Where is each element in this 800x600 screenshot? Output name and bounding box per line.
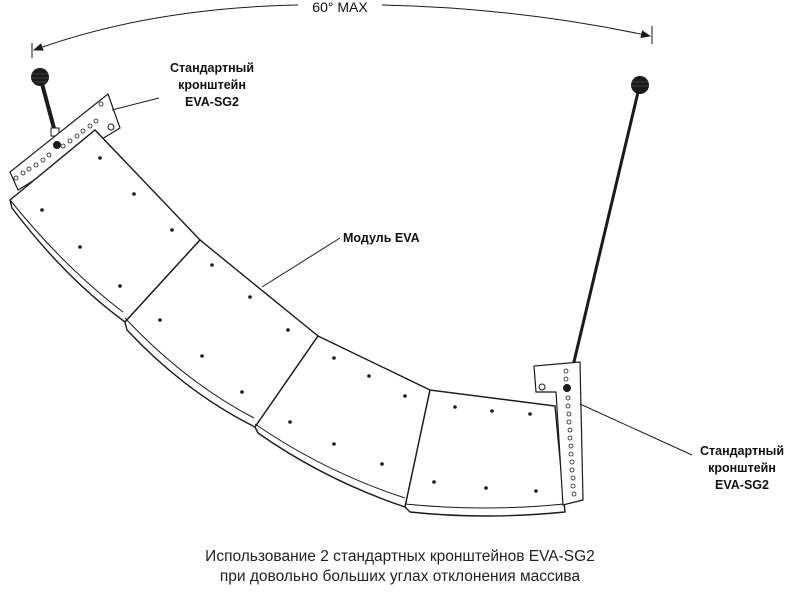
bracket-hole-row — [13, 101, 104, 181]
svg-text:Стандартный: Стандартный — [170, 61, 254, 75]
leader-line-right-bracket — [579, 403, 693, 456]
pivot-pin-icon — [563, 384, 571, 392]
pickup-ball-icon — [31, 68, 49, 86]
pivot-pin-icon — [53, 141, 61, 149]
caption-line-1: Использование 2 стандартных кронштейнов … — [205, 548, 595, 565]
right-bracket-eva-sg2 — [533, 361, 584, 506]
caption-line-2: при довольно больших углах отклонения ма… — [219, 568, 581, 585]
svg-text:EVA-SG2: EVA-SG2 — [715, 478, 769, 492]
rigging-hole-icon — [538, 383, 546, 391]
leader-line-module — [261, 237, 341, 288]
eva-module-4 — [404, 389, 566, 517]
module-label: Модуль EVA — [343, 231, 420, 245]
left-bracket-eva-sg2 — [9, 93, 121, 191]
angle-arc-right — [381, 4, 651, 39]
pickup-ball-icon — [631, 76, 649, 94]
leader-line-left-bracket — [111, 97, 160, 111]
caption: Использование 2 стандартных кронштейнов … — [0, 547, 800, 587]
angle-label: 60° MAX — [312, 0, 368, 15]
angle-arc-left — [33, 4, 299, 51]
left-rigging-rod — [31, 68, 60, 137]
svg-text:Стандартный: Стандартный — [700, 444, 784, 458]
rigging-hole-icon — [107, 123, 115, 131]
right-bracket-label: Стандартный кронштейн EVA-SG2 — [700, 444, 784, 492]
left-bracket-label: Стандартный кронштейн EVA-SG2 — [170, 61, 254, 109]
svg-text:кронштейн: кронштейн — [708, 461, 776, 475]
bracket-hole-row — [563, 368, 577, 497]
angle-dimension: 60° MAX — [31, 0, 653, 58]
right-rigging-rod — [571, 76, 649, 367]
svg-text:EVA-SG2: EVA-SG2 — [185, 95, 239, 109]
svg-text:кронштейн: кронштейн — [178, 78, 246, 92]
